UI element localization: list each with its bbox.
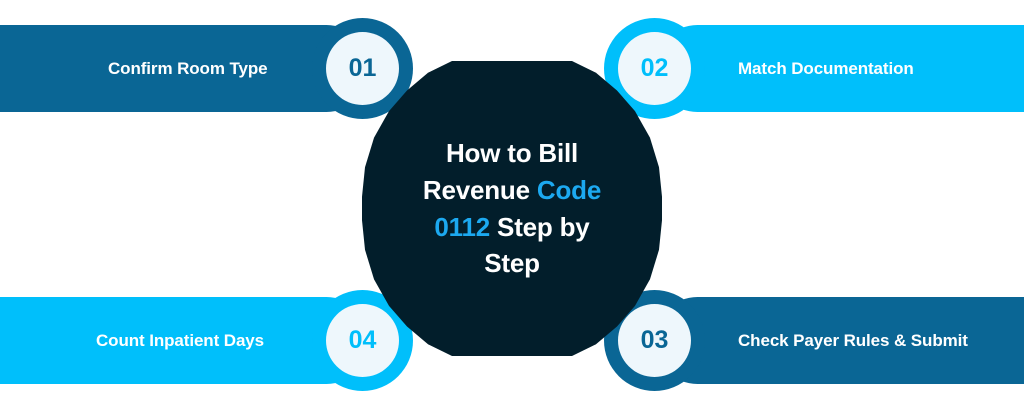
hub-title-line-1: How to Bill	[445, 137, 579, 168]
step-badge-02[interactable]: 02	[604, 18, 705, 119]
hub-title: How to Bill Revenue Code 0112 Step by St…	[404, 135, 620, 283]
step-pill-04[interactable]: Count Inpatient Days	[0, 297, 370, 384]
step-pill-01[interactable]: Confirm Room Type	[0, 25, 370, 112]
hub-title-accent-code: Code	[536, 174, 602, 205]
step-number-04: 04	[348, 326, 377, 354]
center-hub: How to Bill Revenue Code 0112 Step by St…	[362, 61, 662, 356]
step-number-01: 01	[348, 54, 377, 82]
step-badge-01[interactable]: 01	[312, 18, 413, 119]
hub-title-line-3-plain: Step by	[490, 211, 590, 242]
step-label-01: Confirm Room Type	[108, 58, 268, 78]
step-badge-inner-02: 02	[618, 32, 691, 105]
step-pill-03[interactable]: Check Payer Rules & Submit	[654, 297, 1024, 384]
step-label-03: Check Payer Rules & Submit	[738, 330, 968, 350]
step-number-03: 03	[640, 326, 669, 354]
step-label-04: Count Inpatient Days	[96, 330, 265, 350]
step-label-02: Match Documentation	[738, 58, 914, 78]
hub-title-accent-number: 0112	[434, 211, 491, 242]
step-number-02: 02	[640, 54, 669, 82]
step-badge-inner-03: 03	[618, 304, 691, 377]
hub-title-line-4: Step	[484, 248, 540, 279]
step-badge-inner-04: 04	[326, 304, 399, 377]
step-badge-inner-01: 01	[326, 32, 399, 105]
step-pill-02[interactable]: Match Documentation	[654, 25, 1024, 112]
hub-title-line-2-plain: Revenue	[422, 174, 537, 205]
